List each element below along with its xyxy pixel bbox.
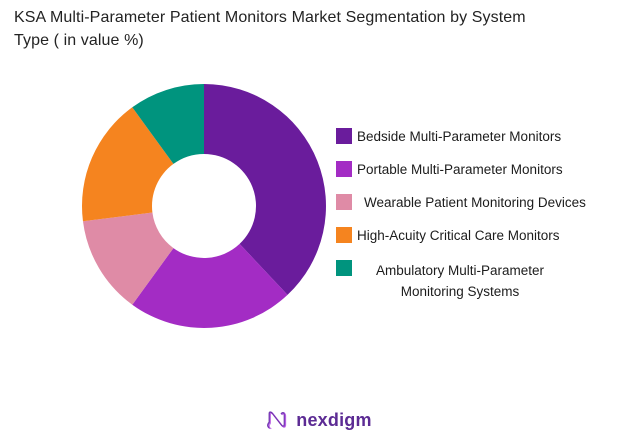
- legend-item-bedside: Bedside Multi-Parameter Monitors: [336, 128, 636, 145]
- legend-item-wearable: Wearable Patient Monitoring Devices: [336, 194, 636, 211]
- legend-item-portable: Portable Multi-Parameter Monitors: [336, 161, 636, 178]
- legend-item-ambulatory: Ambulatory Multi-Parameter Monitoring Sy…: [336, 260, 636, 302]
- donut-segment-4: [132, 84, 204, 164]
- legend-label-high-acuity: High-Acuity Critical Care Monitors: [357, 228, 560, 243]
- chart-title: KSA Multi-Parameter Patient Monitors Mar…: [14, 9, 526, 49]
- legend-swatch-wearable: [336, 194, 352, 210]
- nexdigm-wordmark: nexdigm: [296, 409, 372, 430]
- legend: Bedside Multi-Parameter Monitors Portabl…: [336, 128, 636, 318]
- legend-label-portable: Portable Multi-Parameter Monitors: [357, 162, 563, 177]
- donut-segment-3: [81, 107, 174, 222]
- nexdigm-logo-icon: [267, 411, 287, 430]
- donut-chart: [81, 84, 326, 328]
- legend-item-high-acuity: High-Acuity Critical Care Monitors: [336, 227, 636, 244]
- legend-swatch-bedside: [336, 128, 352, 144]
- brand-footer: nexdigm: [0, 407, 636, 433]
- donut-segment-1: [132, 243, 288, 328]
- legend-label-bedside: Bedside Multi-Parameter Monitors: [357, 129, 562, 144]
- legend-label-wearable: Wearable Patient Monitoring Devices: [364, 195, 586, 210]
- legend-label-ambulatory: Ambulatory Multi-Parameter Monitoring Sy…: [375, 263, 545, 299]
- legend-swatch-high-acuity: [336, 227, 352, 243]
- legend-swatch-ambulatory: [336, 260, 352, 276]
- donut-segment-2: [82, 212, 174, 305]
- legend-swatch-portable: [336, 161, 352, 177]
- donut-segment-0: [204, 84, 326, 295]
